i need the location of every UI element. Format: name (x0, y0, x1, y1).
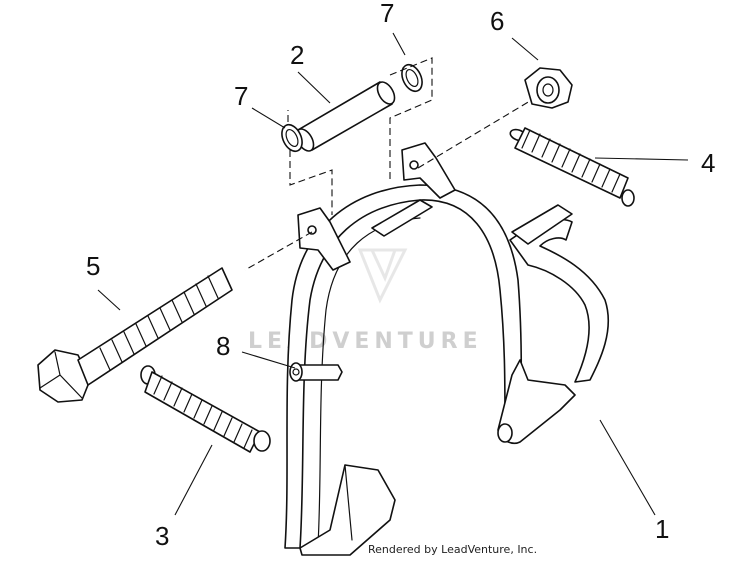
hex-nut-part[interactable] (524, 67, 573, 109)
callout-3: 3 (155, 521, 169, 551)
callout-4: 4 (701, 148, 715, 178)
washer-part-right[interactable] (398, 62, 426, 95)
assembly-lines (244, 57, 541, 271)
callout-1: 1 (655, 514, 669, 544)
callout-6: 6 (490, 6, 504, 36)
callout-7-right: 7 (380, 0, 394, 28)
pivot-pin-part[interactable] (293, 79, 398, 154)
spring-part-lower[interactable] (140, 365, 271, 453)
watermark-logo (357, 248, 408, 304)
spring-part-upper[interactable] (509, 127, 635, 207)
callout-5: 5 (86, 251, 100, 281)
render-credit: Rendered by LeadVenture, Inc. (368, 543, 537, 556)
leader-lines (97, 32, 689, 516)
callout-8: 8 (216, 331, 230, 361)
small-pin-part[interactable] (289, 362, 343, 382)
washer-part-left[interactable] (278, 122, 306, 155)
bolt-part[interactable] (37, 267, 233, 403)
watermark-text: LEADVENTURE (248, 329, 483, 354)
callout-2: 2 (290, 40, 304, 70)
center-stand-part[interactable] (284, 142, 610, 556)
callout-7-left: 7 (234, 81, 248, 111)
